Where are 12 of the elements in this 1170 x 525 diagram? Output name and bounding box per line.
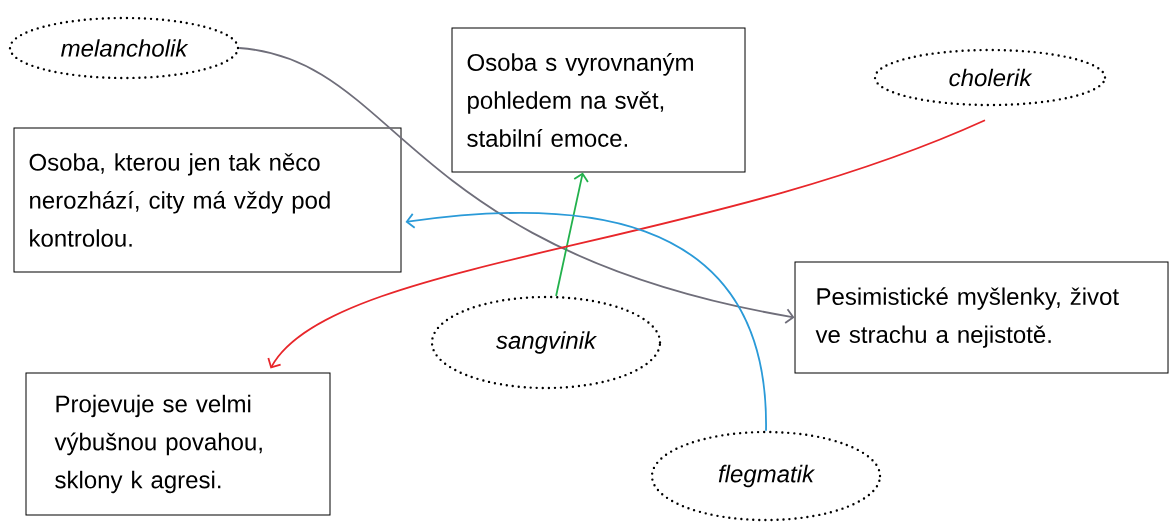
text-box: Projevuje se velmi výbušnou povahou, sklony k agresi. <box>25 372 331 516</box>
arrow <box>405 211 767 432</box>
ellipse-node: sangvinik <box>430 295 662 390</box>
arrow <box>555 172 589 297</box>
arrow <box>238 47 795 324</box>
text-box: Pesimistické myšlenky, život ve strachu a nejistotě. <box>794 261 1169 374</box>
arrow <box>267 119 986 369</box>
ellipse-node: melancholik <box>8 16 240 80</box>
text-box: Osoba, kterou jen tak něco nerozhází, city má vždy pod kontrolou. <box>13 127 402 273</box>
text-box: Osoba s vyrovnaným pohledem na svět, stabilní emoce. <box>451 27 746 173</box>
ellipse-node: flegmatik <box>650 430 882 522</box>
ellipse-node: cholerik <box>873 48 1107 107</box>
